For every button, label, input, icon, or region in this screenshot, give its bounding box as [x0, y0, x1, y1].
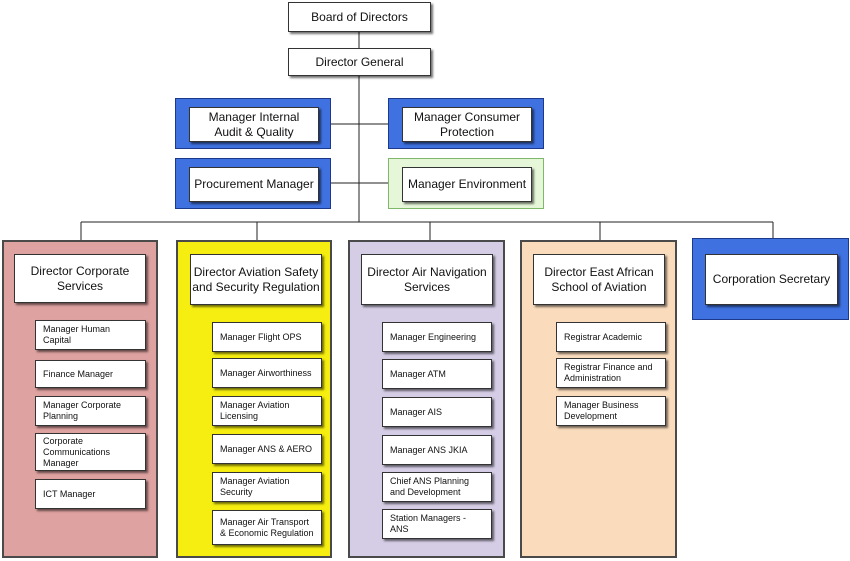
procurement-label: Procurement Manager	[194, 177, 314, 191]
dept-item: ICT Manager	[35, 479, 146, 509]
director-general-label: Director General	[315, 54, 404, 69]
dept-item: Chief ANS Planning and Development	[382, 472, 492, 502]
board-of-directors-label: Board of Directors	[311, 9, 408, 24]
board-of-directors-box: Board of Directors	[288, 2, 431, 32]
consumer-protection-frame: Manager Consumer Protection	[388, 98, 544, 149]
dept-item: Manager Human Capital	[35, 320, 146, 350]
internal-audit-box: Manager Internal Audit & Quality	[189, 107, 319, 142]
consumer-protection-label: Manager Consumer Protection	[413, 109, 521, 139]
environment-label: Manager Environment	[407, 177, 527, 191]
dept-item: Finance Manager	[35, 360, 146, 388]
dept-item: Manager ANS JKIA	[382, 435, 492, 465]
dept-item: Manager Flight OPS	[212, 322, 322, 352]
consumer-protection-box: Manager Consumer Protection	[402, 107, 532, 142]
safety-regulation-title: Director Aviation Safety and Security Re…	[190, 254, 322, 305]
environment-frame: Manager Environment	[388, 158, 544, 209]
dept-item: Registrar Academic	[556, 322, 666, 352]
dept-item: Manager Aviation Security	[212, 472, 322, 502]
dept-item: Manager Corporate Planning	[35, 396, 146, 426]
procurement-frame: Procurement Manager	[175, 158, 331, 209]
aviation-school-title: Director East African School of Aviation	[533, 254, 665, 305]
dept-item: Registrar Finance and Administration	[556, 358, 666, 388]
air-navigation-title: Director Air Navigation Services	[361, 254, 493, 305]
dept-item: Manager ATM	[382, 359, 492, 389]
corporation-secretary-title: Corporation Secretary	[705, 254, 838, 305]
director-general-box: Director General	[288, 48, 431, 76]
environment-box: Manager Environment	[402, 167, 532, 202]
dept-item: Manager Airworthiness	[212, 358, 322, 388]
dept-item: Manager Business Development	[556, 396, 666, 426]
procurement-box: Procurement Manager	[189, 167, 319, 202]
dept-item: Manager ANS & AERO	[212, 434, 322, 464]
dept-item: Manager Aviation Licensing	[212, 396, 322, 426]
corporate-services-title: Director Corporate Services	[14, 254, 146, 303]
dept-item: Manager Engineering	[382, 322, 492, 352]
dept-item: Manager Air Transport & Economic Regulat…	[212, 510, 322, 545]
dept-item: Station Managers - ANS	[382, 509, 492, 539]
dept-item: Corporate Communications Manager	[35, 433, 146, 471]
internal-audit-frame: Manager Internal Audit & Quality	[175, 98, 331, 149]
internal-audit-label: Manager Internal Audit & Quality	[208, 109, 300, 139]
dept-item: Manager AIS	[382, 397, 492, 427]
